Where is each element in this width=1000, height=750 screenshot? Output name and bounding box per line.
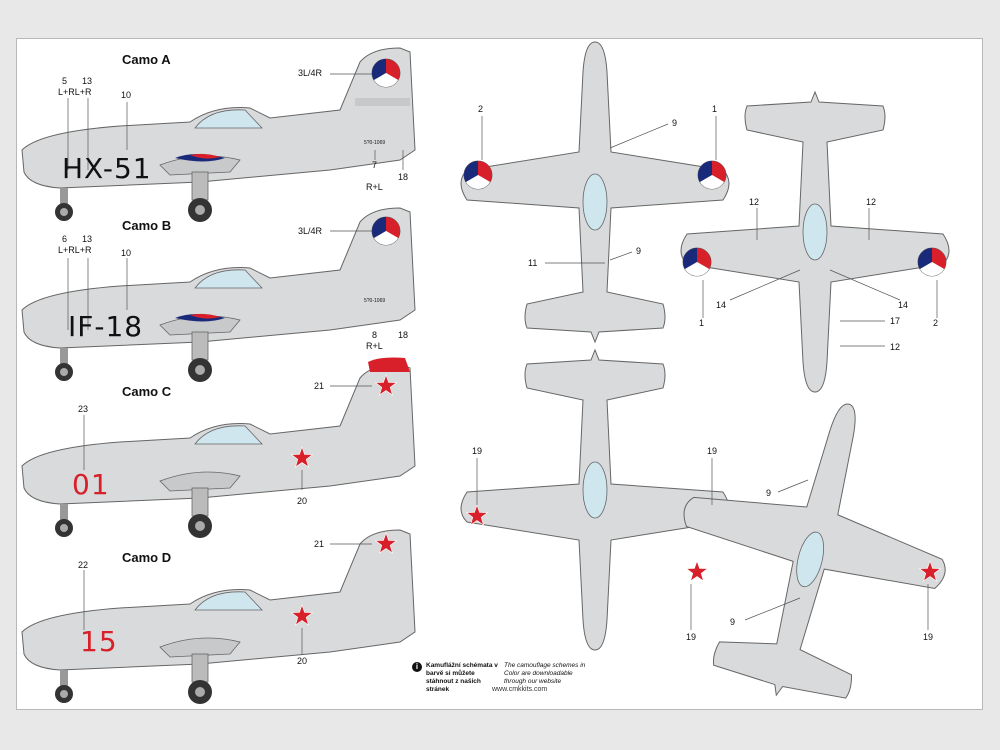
callout-9: 9: [730, 617, 736, 627]
callout-19: 19: [686, 632, 697, 642]
callout-6: 6: [62, 234, 68, 244]
tail-roundel-icon: [371, 216, 401, 246]
camo-d-side-view: [21, 529, 416, 705]
camo-c-side-view: [21, 357, 416, 539]
camo-b-side-view: [21, 207, 416, 383]
callout-18: 18: [398, 330, 409, 340]
callout-5: 5: [62, 76, 68, 86]
callout-21: 21: [314, 539, 325, 549]
callout-18: 18: [398, 172, 409, 182]
camo-b-title: Camo B: [122, 218, 172, 233]
callout-rl: R+L: [366, 341, 383, 351]
callout-12: 12: [749, 197, 760, 207]
camo-c-title: Camo C: [122, 384, 172, 399]
info-icon: i: [412, 662, 422, 672]
callout-3l4r: 3L/4R: [298, 226, 323, 236]
camo-d-title: Camo D: [122, 550, 172, 565]
callout-8: 8: [372, 330, 378, 340]
note-url[interactable]: www.cmkkits.com: [492, 686, 548, 693]
callout-11: 11: [528, 258, 538, 268]
underwing-star-left-icon: [686, 560, 708, 582]
callout-9: 9: [636, 246, 642, 256]
callout-7: 7: [372, 160, 378, 170]
callout-10: 10: [121, 90, 132, 100]
bottom-view-czech: [680, 91, 950, 393]
code-01: 01: [72, 468, 110, 501]
top-view-czech: [460, 41, 730, 343]
callout-14: 14: [898, 300, 909, 310]
code-hx51: HX-51: [62, 152, 152, 185]
wing-roundel-left-icon: [463, 160, 493, 190]
tail-roundel-icon: [371, 58, 401, 88]
underwing-roundel-left-icon: [682, 247, 712, 277]
callout-23: 23: [78, 404, 89, 414]
callout-rl: R+L: [366, 182, 383, 192]
code-15: 15: [80, 625, 118, 658]
callout-13: 13: [82, 234, 93, 244]
callout-14: 14: [716, 300, 727, 310]
callout-22: 22: [78, 560, 89, 570]
camo-a-side-view: [21, 47, 416, 223]
code-if18: IF-18: [68, 310, 144, 343]
wing-roundel-right-icon: [697, 160, 727, 190]
callout-20: 20: [297, 496, 308, 506]
callout-10: 10: [121, 248, 132, 258]
bottom-view-soviet: [645, 371, 980, 729]
callout-20: 20: [297, 656, 308, 666]
callout-9: 9: [672, 118, 678, 128]
tail-serial-b: 5?0-1069: [364, 298, 386, 304]
callout-17: 17: [890, 316, 901, 326]
callout-1: 1: [712, 104, 718, 114]
callout-lr: L+RL+R: [58, 87, 92, 97]
callout-lr: L+RL+R: [58, 245, 92, 255]
callout-21: 21: [314, 381, 325, 391]
callout-1: 1: [699, 318, 705, 328]
underwing-roundel-right-icon: [917, 247, 947, 277]
callout-19: 19: [707, 446, 718, 456]
note-czech: Kamuflážní schémata v barvě si můžete st…: [426, 662, 498, 693]
callout-3l4r: 3L/4R: [298, 68, 323, 78]
tail-serial-a: 5?0-1069: [364, 140, 386, 146]
download-note: i Kamuflážní schémata v barvě si můžete …: [412, 660, 597, 708]
top-view-soviet: [460, 349, 730, 651]
callout-12: 12: [866, 197, 877, 207]
callout-19: 19: [472, 446, 483, 456]
camo-a-title: Camo A: [122, 52, 171, 67]
callout-12: 12: [890, 342, 901, 352]
callout-13: 13: [82, 76, 93, 86]
callout-2: 2: [933, 318, 939, 328]
callout-19: 19: [923, 632, 934, 642]
leader-lines: [67, 73, 938, 655]
callout-9: 9: [766, 488, 772, 498]
note-english: The camouflage schemes in Color are down…: [504, 662, 586, 685]
callout-2: 2: [478, 104, 484, 114]
